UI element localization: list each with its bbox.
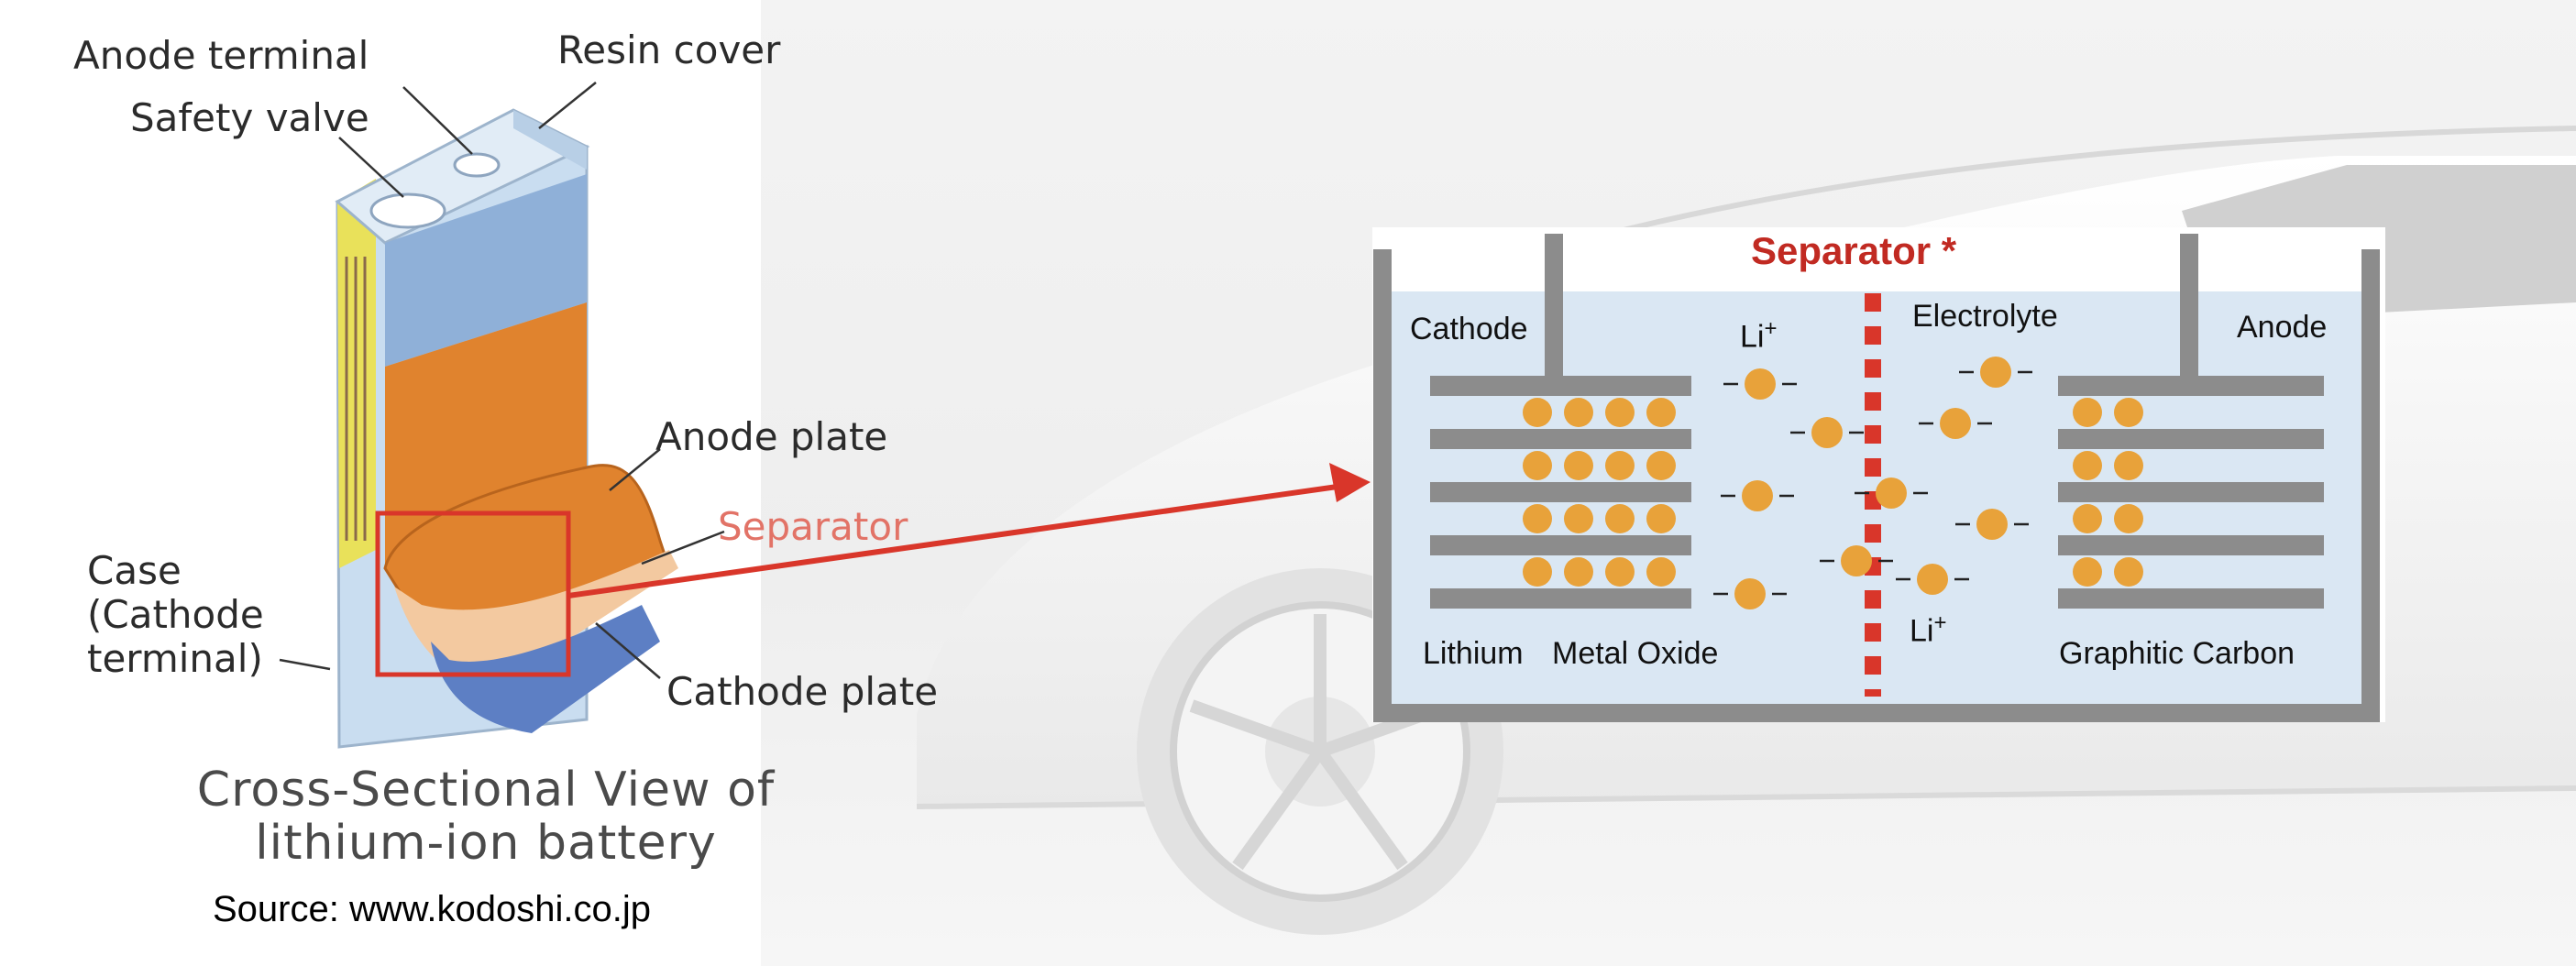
- safety-valve-label: Safety valve: [130, 95, 369, 140]
- cell-diagram: [1372, 227, 2385, 722]
- li-ion-label-top: Li+: [1740, 316, 1778, 355]
- anode-plate-label: Anode plate: [655, 414, 888, 459]
- diagram-title: Separator *: [1751, 229, 1957, 272]
- resin-cover-label: Resin cover: [557, 27, 781, 72]
- caption-line1: Cross-Sectional View of: [196, 763, 776, 818]
- battery-illustration: [279, 82, 725, 749]
- cathode-plate-label: Cathode plate: [666, 669, 939, 714]
- case-label-line2: (Cathode: [87, 592, 264, 637]
- li-ion-label-bottom: Li+: [1910, 610, 1947, 649]
- caption-line2: lithium-ion battery: [255, 816, 717, 871]
- electrolyte-label: Electrolyte: [1912, 299, 2058, 334]
- case-label-line3: terminal): [87, 636, 263, 681]
- case-label-line1: Case: [87, 548, 182, 593]
- source-credit: Source: www.kodoshi.co.jp: [213, 889, 652, 929]
- cathode-plates: [1430, 376, 1691, 609]
- cathode-label: Cathode: [1410, 312, 1528, 346]
- graphitic-carbon-label: Graphitic Carbon: [2059, 636, 2295, 671]
- anode-terminal-label: Anode terminal: [73, 33, 369, 78]
- metal-oxide-label: Metal Oxide: [1552, 636, 1719, 671]
- separator-label: Separator: [718, 504, 908, 549]
- free-ions: [1713, 357, 2032, 609]
- anode-label: Anode: [2237, 310, 2328, 345]
- zoom-arrow: [567, 463, 1371, 598]
- anode-plates: [2058, 376, 2324, 609]
- anode-ions: [2073, 398, 2143, 587]
- lithium-label: Lithium: [1423, 636, 1524, 671]
- cathode-ions: [1523, 398, 1676, 587]
